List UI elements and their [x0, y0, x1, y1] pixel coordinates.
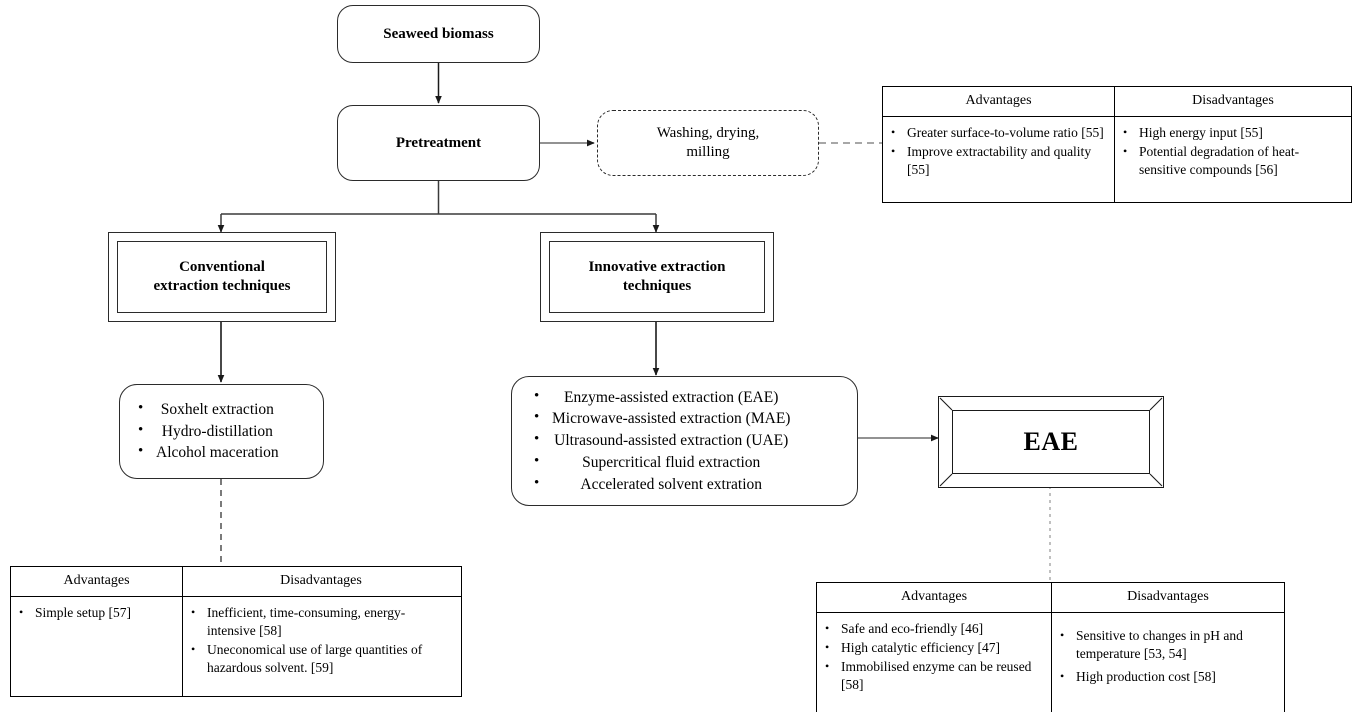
node-pretreatment-detail-label: Washing, drying, milling	[656, 125, 760, 160]
column-header-disadvantages: Disadvantages	[1192, 93, 1274, 108]
conventional-methods-list: Soxhelt extraction Hydro-distillation Al…	[120, 398, 279, 464]
list-item: Uneconomical use of large quantities of …	[187, 641, 452, 677]
node-conventional-extraction[interactable]: Conventional extraction techniques	[108, 232, 336, 322]
node-conventional-extraction-inner: Conventional extraction techniques	[117, 241, 327, 313]
node-seaweed-biomass-label: Seaweed biomass	[383, 25, 494, 42]
innovative-methods-list: Enzyme-assisted extraction (EAE) Microwa…	[512, 386, 790, 496]
node-innovative-extraction-label: Innovative extraction techniques	[588, 258, 726, 295]
table-body-row: Safe and eco-friendly [46] High catalyti…	[817, 613, 1284, 712]
disadvantages-list: High energy input [55] Potential degrada…	[1119, 124, 1344, 179]
column-header-advantages: Advantages	[817, 583, 1052, 612]
eae-bevel-lines	[939, 397, 1163, 487]
advantages-list: Greater surface-to-volume ratio [55] Imp…	[887, 124, 1107, 179]
table-eae-pros-cons: Advantages Disadvantages Safe and eco-fr…	[816, 582, 1285, 712]
list-item: Enzyme-assisted extraction (EAE)	[530, 386, 790, 409]
list-item: High energy input [55]	[1119, 124, 1344, 142]
cell-advantages: Simple setup [57]	[11, 597, 183, 696]
table-pretreatment-pros-cons: Advantages Disadvantages Greater surface…	[882, 86, 1352, 203]
column-header-advantages: Advantages	[11, 567, 183, 596]
node-pretreatment-detail[interactable]: Washing, drying, milling	[597, 110, 819, 176]
table-conventional-pros-cons: Advantages Disadvantages Simple setup [5…	[10, 566, 462, 697]
list-item: Potential degradation of heat-sensitive …	[1119, 143, 1344, 179]
column-header-disadvantages: Disadvantages	[1127, 589, 1209, 604]
list-item: Improve extractability and quality [55]	[887, 143, 1107, 179]
list-item: High production cost [58]	[1056, 668, 1277, 686]
node-pretreatment-label: Pretreatment	[395, 134, 482, 151]
table-header-row: Advantages Disadvantages	[817, 583, 1284, 613]
cell-disadvantages: Inefficient, time-consuming, energy-inte…	[183, 597, 459, 696]
advantages-list: Simple setup [57]	[15, 604, 175, 622]
list-item: Sensitive to changes in pH and temperatu…	[1056, 627, 1277, 663]
node-conventional-methods[interactable]: Soxhelt extraction Hydro-distillation Al…	[119, 384, 324, 479]
table-header-row: Advantages Disadvantages	[883, 87, 1351, 117]
list-item: High catalytic efficiency [47]	[821, 639, 1044, 657]
node-innovative-extraction-inner: Innovative extraction techniques	[549, 241, 765, 313]
list-item: Accelerated solvent extration	[530, 473, 790, 496]
list-item: Ultrasound-assisted extraction (UAE)	[530, 429, 790, 452]
list-item: Soxhelt extraction	[134, 398, 279, 421]
cell-advantages: Safe and eco-friendly [46] High catalyti…	[817, 613, 1052, 712]
node-eae[interactable]: EAE	[938, 396, 1164, 488]
disadvantages-list: Sensitive to changes in pH and temperatu…	[1056, 627, 1277, 686]
column-header-advantages: Advantages	[883, 87, 1115, 116]
list-item: Supercritical fluid extraction	[530, 451, 790, 474]
list-item: Greater surface-to-volume ratio [55]	[887, 124, 1107, 142]
list-item: Hydro-distillation	[134, 420, 279, 443]
node-seaweed-biomass[interactable]: Seaweed biomass	[337, 5, 540, 63]
column-header-disadvantages: Disadvantages	[280, 573, 362, 588]
node-eae-inner: EAE	[952, 410, 1150, 474]
node-innovative-methods[interactable]: Enzyme-assisted extraction (EAE) Microwa…	[511, 376, 858, 506]
node-innovative-extraction[interactable]: Innovative extraction techniques	[540, 232, 774, 322]
table-header-row: Advantages Disadvantages	[11, 567, 461, 597]
table-body-row: Simple setup [57] Inefficient, time-cons…	[11, 597, 461, 696]
bus-pretreatment-split	[221, 181, 656, 215]
cell-disadvantages: High energy input [55] Potential degrada…	[1115, 117, 1351, 202]
cell-advantages: Greater surface-to-volume ratio [55] Imp…	[883, 117, 1115, 202]
disadvantages-list: Inefficient, time-consuming, energy-inte…	[187, 604, 452, 677]
advantages-list: Safe and eco-friendly [46] High catalyti…	[821, 620, 1044, 694]
list-item: Inefficient, time-consuming, energy-inte…	[187, 604, 452, 640]
node-conventional-extraction-label: Conventional extraction techniques	[153, 258, 291, 295]
list-item: Safe and eco-friendly [46]	[821, 620, 1044, 638]
list-item: Simple setup [57]	[15, 604, 175, 622]
list-item: Immobilised enzyme can be reused [58]	[821, 658, 1044, 694]
list-item: Microwave-assisted extraction (MAE)	[530, 407, 790, 430]
node-pretreatment[interactable]: Pretreatment	[337, 105, 540, 181]
cell-disadvantages: Sensitive to changes in pH and temperatu…	[1052, 613, 1284, 712]
table-body-row: Greater surface-to-volume ratio [55] Imp…	[883, 117, 1351, 202]
node-eae-label: EAE	[1023, 427, 1079, 456]
list-item: Alcohol maceration	[134, 441, 279, 464]
